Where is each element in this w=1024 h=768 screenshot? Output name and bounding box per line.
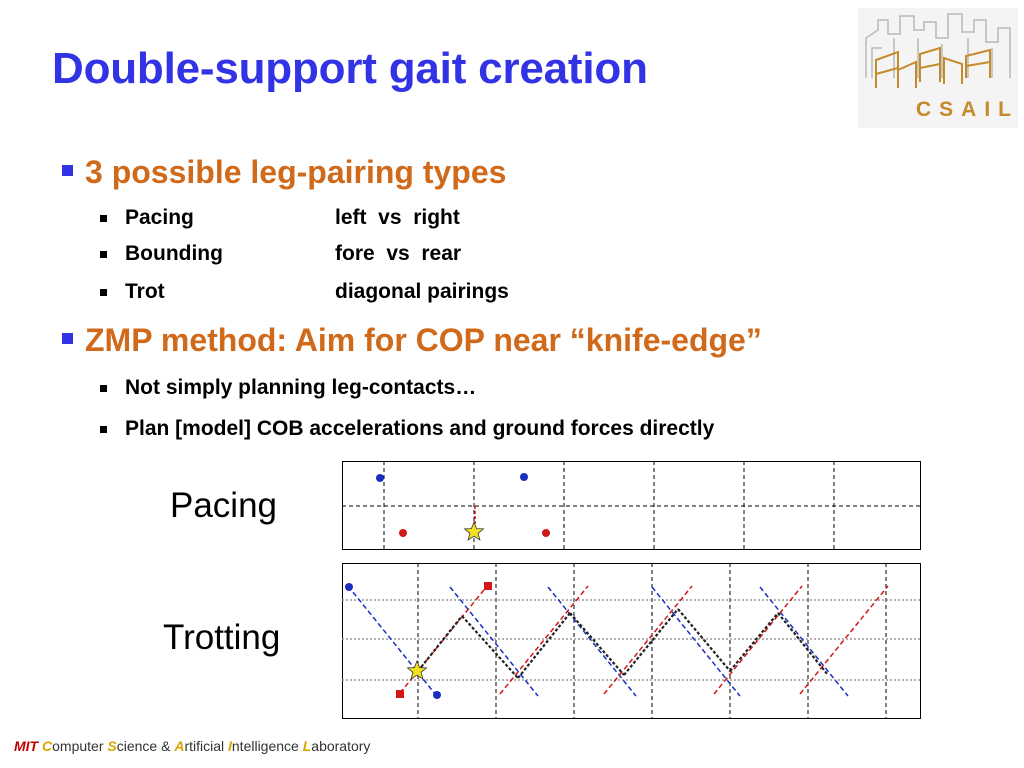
pairing-name: Bounding	[125, 242, 223, 265]
footer-word: aboratory	[311, 738, 371, 754]
trotting-plot	[342, 563, 921, 719]
sub-bullet-not-simply: Not simply planning leg-contacts…	[100, 376, 476, 400]
sub-bullet-square-icon	[100, 384, 107, 392]
foot-marker-blue	[345, 583, 353, 591]
foot-marker-blue	[520, 473, 528, 481]
cop-trajectory	[729, 612, 779, 672]
footer-initial: L	[302, 738, 312, 754]
foot-marker-red	[396, 690, 404, 698]
pairing-name: Pacing	[125, 206, 194, 229]
red-diagonal-trace	[603, 585, 693, 695]
foot-marker-red	[484, 582, 492, 590]
footer-initial: I	[228, 738, 232, 754]
red-diagonal-trace	[713, 585, 803, 695]
footer-initial: S	[107, 738, 117, 754]
sub-bullet-square-icon	[100, 250, 107, 258]
trotting-figure-label: Trotting	[163, 618, 281, 657]
csail-logo-text: CSAIL	[916, 98, 1019, 121]
bullet-leg-pairing-types: 3 possible leg-pairing types	[62, 154, 506, 191]
bullet-text: 3 possible leg-pairing types	[85, 154, 507, 190]
bullet-square-icon	[62, 333, 73, 344]
blue-diagonal-trace	[547, 586, 637, 697]
csail-logo	[858, 8, 1018, 128]
plot-frame	[342, 563, 921, 719]
sub-bullet-plan-model: Plan [model] COB accelerations and groun…	[100, 417, 714, 441]
sub-bullet-pacing: Pacing left vs right	[100, 206, 460, 230]
footer-word: cience &	[116, 738, 175, 754]
footer-word: omputer	[52, 738, 108, 754]
footer-initial: C	[42, 738, 53, 754]
cop-trajectory	[417, 615, 463, 672]
foot-marker-red	[399, 529, 407, 537]
bullet-text: ZMP method: Aim for COP near “knife-edge…	[85, 322, 762, 358]
cop-trajectory	[517, 612, 571, 679]
blue-diagonal-trace	[651, 586, 741, 697]
sub-bullet-square-icon	[100, 288, 107, 296]
foot-marker-blue	[433, 691, 441, 699]
bullet-square-icon	[62, 165, 73, 176]
slide-title: Double-support gait creation	[52, 44, 648, 93]
sub-bullet-square-icon	[100, 425, 107, 433]
cop-trajectory	[677, 608, 731, 672]
sub-bullet-square-icon	[100, 214, 107, 222]
pairing-desc: left vs right	[335, 206, 460, 229]
sub-bullet-text: Plan [model] COB accelerations and groun…	[125, 417, 715, 440]
pacing-figure-label: Pacing	[170, 486, 278, 525]
cop-trajectory	[569, 612, 625, 676]
cop-star-icon	[406, 659, 428, 680]
red-diagonal-trace	[399, 584, 489, 694]
pairing-desc: fore vs rear	[335, 242, 462, 265]
footer-mit: MIT	[14, 738, 42, 754]
sub-bullet-trot: Trot diagonal pairings	[100, 280, 509, 304]
bullet-zmp-method: ZMP method: Aim for COP near “knife-edge…	[62, 322, 762, 359]
cop-star-icon	[463, 520, 485, 541]
footer-lab-name: MIT Computer Science & Artificial Intell…	[14, 738, 370, 754]
cop-trajectory	[623, 608, 679, 676]
red-diagonal-trace	[499, 585, 589, 695]
sub-bullet-bounding: Bounding fore vs rear	[100, 242, 461, 266]
blue-diagonal-trace	[759, 586, 849, 697]
cop-trajectory	[461, 615, 519, 679]
foot-marker-blue	[376, 474, 384, 482]
footer-initial: A	[174, 738, 185, 754]
pairing-desc: diagonal pairings	[335, 280, 509, 303]
footer-word: ntelligence	[231, 738, 303, 754]
cop-trajectory	[777, 612, 829, 676]
blue-diagonal-trace	[449, 586, 539, 697]
red-diagonal-trace	[799, 585, 889, 695]
sub-bullet-text: Not simply planning leg-contacts…	[125, 376, 477, 399]
foot-marker-red	[542, 529, 550, 537]
footer-word: rtificial	[184, 738, 228, 754]
pacing-plot	[342, 461, 921, 550]
pairing-name: Trot	[125, 280, 165, 303]
